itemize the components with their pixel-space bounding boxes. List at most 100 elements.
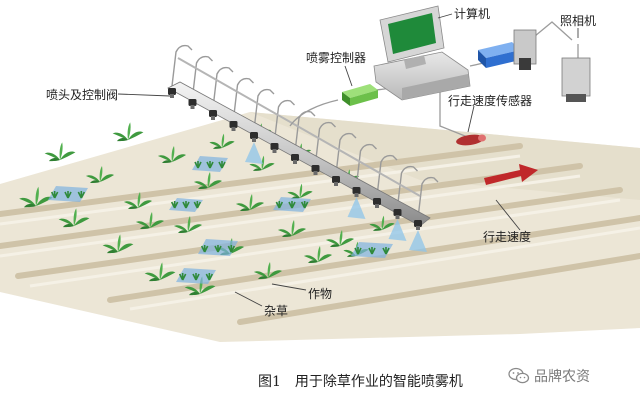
nozzle (393, 209, 402, 219)
travel-direction-arrow (484, 164, 538, 185)
nozzle (352, 187, 361, 197)
label-weed: 杂草 (264, 304, 289, 318)
hose-hoop (212, 66, 234, 109)
crop-plant (44, 142, 76, 162)
crop-plant (86, 166, 114, 183)
computer (373, 5, 471, 101)
sprayer-boom (167, 44, 439, 252)
nozzle (373, 198, 381, 208)
crop-plant (158, 146, 186, 163)
crop-plant (236, 194, 264, 211)
label-nozzle-valve: 喷头及控制阀 (46, 88, 119, 102)
hose-hoops (171, 44, 439, 219)
controller-front (342, 92, 350, 106)
weed-patch (351, 242, 393, 258)
nozzle (332, 176, 340, 186)
spray-controller (342, 84, 378, 106)
hose-hoop (376, 154, 398, 197)
sensor-tip (478, 134, 486, 142)
crop-plant (194, 172, 222, 189)
leader-crop (271, 283, 307, 291)
cable-controller-boom (289, 99, 339, 127)
leader-speed (495, 199, 521, 231)
controller-top (342, 84, 378, 98)
nozzle (414, 220, 422, 230)
crop-plant (112, 122, 144, 142)
hose-hoop (273, 99, 295, 142)
field (0, 112, 640, 342)
nozzle (270, 143, 279, 153)
crop-plant (369, 215, 395, 231)
figure-number: 图1 (258, 374, 281, 390)
label-computer: 计算机 (454, 7, 491, 21)
hose-hoop (417, 176, 439, 219)
crop-plant (254, 262, 282, 279)
label-speed-sensor: 行走速度传感器 (448, 94, 533, 108)
crop-plant (287, 183, 313, 199)
camera-assembly (478, 29, 591, 102)
spray-cone (347, 197, 366, 219)
crop-plant (249, 155, 275, 171)
camera-body-bottom (566, 94, 586, 102)
weed-patch (198, 239, 238, 256)
leader-weed (234, 291, 263, 307)
hose-hoop (253, 88, 275, 131)
nozzle (188, 99, 197, 109)
computer-stand (404, 55, 426, 69)
hose-hoop (355, 143, 377, 186)
speed-sensor (456, 134, 486, 146)
spray-cones (245, 142, 427, 252)
hose-hoop (335, 132, 357, 175)
cable-sensor (439, 92, 471, 139)
crop-plant (278, 220, 306, 237)
crop-plant (102, 234, 134, 254)
nozzles (168, 88, 422, 230)
plants (19, 122, 395, 296)
leader-lines (117, 13, 579, 307)
cable-camera (534, 21, 573, 41)
nozzle (229, 121, 238, 131)
watermark: 品牌农资 (508, 366, 590, 386)
leader-computer (437, 13, 453, 19)
furrow-highlights (0, 154, 640, 311)
hub-box-front (478, 50, 486, 68)
hose-hoop (171, 44, 193, 87)
hose-hoop (191, 55, 213, 98)
weed-patch (169, 198, 203, 212)
nozzle (209, 110, 217, 120)
wechat-icon (508, 367, 530, 384)
camera-lens (519, 58, 531, 70)
crop-plant (124, 192, 152, 209)
hub-box-side (486, 50, 520, 68)
spray-cone (388, 219, 407, 241)
crop-plant (304, 246, 332, 263)
crop-plant (136, 212, 164, 229)
figure-caption: 图1 用于除草作业的智能喷雾机 (258, 371, 477, 391)
label-spray-controller: 喷雾控制器 (306, 51, 367, 65)
figure-title: 用于除草作业的智能喷雾机 (294, 374, 463, 390)
nozzle (291, 154, 299, 164)
crop-plant (326, 230, 354, 247)
weed-patch (273, 197, 311, 212)
spray-cone (409, 230, 427, 252)
watermark-text: 品牌农资 (534, 369, 590, 385)
label-camera: 照相机 (560, 14, 597, 28)
computer-base-front (402, 74, 470, 100)
crop-plant (209, 133, 235, 149)
hub-box (478, 42, 520, 58)
weed-patch (192, 156, 228, 172)
nozzle (168, 88, 176, 98)
hose-hoop (396, 165, 418, 208)
sensor-body (456, 134, 484, 146)
computer-screen (388, 13, 436, 54)
crop-plant (174, 216, 202, 233)
hose-hoop (314, 121, 336, 164)
leader-nozzle (117, 93, 171, 97)
nozzle (250, 132, 258, 142)
controller-side (350, 90, 378, 106)
leader-sensor (467, 105, 475, 133)
spray-cone (245, 142, 263, 164)
boom-top-rail (177, 57, 421, 197)
weed-patch (48, 186, 88, 202)
